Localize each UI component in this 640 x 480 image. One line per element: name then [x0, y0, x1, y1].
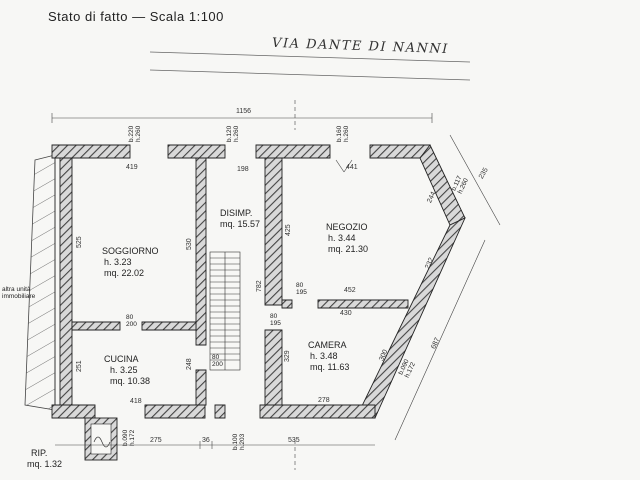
room-cucina-name: CUCINA [104, 354, 139, 364]
dim-camera-bottom: 278 [318, 397, 330, 404]
room-cucina-area: mq. 10.38 [110, 376, 151, 386]
room-camera-height: h. 3.48 [310, 351, 338, 361]
room-negozio: NEGOZIO h. 3.44 mq. 21.30 [326, 222, 368, 255]
room-negozio-height: h. 3.44 [328, 233, 356, 243]
dim-soggiorno-left: 525 [76, 236, 83, 248]
opening-label-1: b.220 h.260 [128, 125, 142, 142]
dim-cucina-right: 248 [186, 358, 193, 370]
room-disimpegno-name: DISIMP. [220, 208, 253, 218]
opening-label-2: b.120 h.260 [226, 125, 240, 142]
adjacent-unit-hatch [24, 154, 56, 411]
opening-label-7: b.100 h.203 [232, 433, 246, 450]
dim-cucina-bottom: 418 [130, 398, 142, 405]
street-lines [149, 51, 471, 81]
dim-bottom-b: 36 [202, 437, 210, 444]
room-soggiorno: SOGGIORNO h. 3.23 mq. 22.02 [102, 246, 159, 279]
opening-label-6: b.090 h.172 [122, 429, 136, 446]
room-ripostiglio-name: RIP. [31, 448, 48, 458]
door-label-1: 80 200 [126, 314, 137, 328]
room-soggiorno-height: h. 3.23 [104, 257, 132, 267]
page-title: Stato di fatto — Scala 1:100 [48, 9, 224, 24]
room-negozio-name: NEGOZIO [326, 222, 368, 232]
dim-bottom-a: 275 [150, 437, 162, 444]
room-cucina-height: h. 3.25 [110, 365, 138, 375]
dim-camera-top: 430 [340, 310, 352, 317]
dim-bottom-c: 535 [288, 437, 300, 444]
room-ripostiglio: RIP. mq. 1.32 [27, 448, 62, 470]
adjacent-unit-label: altra unità immobiliare [2, 286, 36, 300]
door-label-3: 80 195 [296, 282, 307, 296]
walls [51, 144, 466, 419]
dim-disimp-right: 425 [285, 224, 292, 236]
room-cucina: CUCINA h. 3.25 mq. 10.38 [104, 354, 150, 387]
room-soggiorno-name: SOGGIORNO [102, 246, 159, 256]
door-markers [335, 159, 353, 173]
dim-camera-left: 329 [284, 350, 291, 362]
dim-top-total: 1156 [236, 108, 252, 115]
staircase [209, 251, 241, 371]
room-camera-name: CAMERA [308, 340, 347, 350]
door-label-2: 80 200 [212, 354, 223, 368]
door-label-4: 80 195 [270, 313, 281, 327]
dim-negozio-bottom: 452 [344, 287, 356, 294]
dim-soggiorno-right: 530 [186, 238, 193, 250]
dim-top-negozio: 441 [346, 164, 358, 171]
opening-label-3: b.160 h.260 [336, 125, 350, 142]
room-negozio-area: mq. 21.30 [328, 244, 369, 254]
room-disimpegno-area: mq. 15.57 [220, 219, 261, 229]
ripostiglio-block [84, 417, 118, 461]
dim-disimp-left: 782 [256, 280, 263, 292]
room-soggiorno-area: mq. 22.02 [104, 268, 145, 278]
room-ripostiglio-area: mq. 1.32 [27, 459, 63, 469]
room-disimpegno: DISIMP. mq. 15.57 [220, 208, 260, 230]
room-camera: CAMERA h. 3.48 mq. 11.63 [308, 340, 349, 373]
dim-top-soggiorno: 419 [126, 164, 138, 171]
dim-cucina-left: 251 [76, 360, 83, 372]
room-camera-area: mq. 11.63 [310, 362, 350, 372]
dim-top-disimp: 198 [237, 166, 249, 173]
dimension-lines [51, 100, 501, 470]
